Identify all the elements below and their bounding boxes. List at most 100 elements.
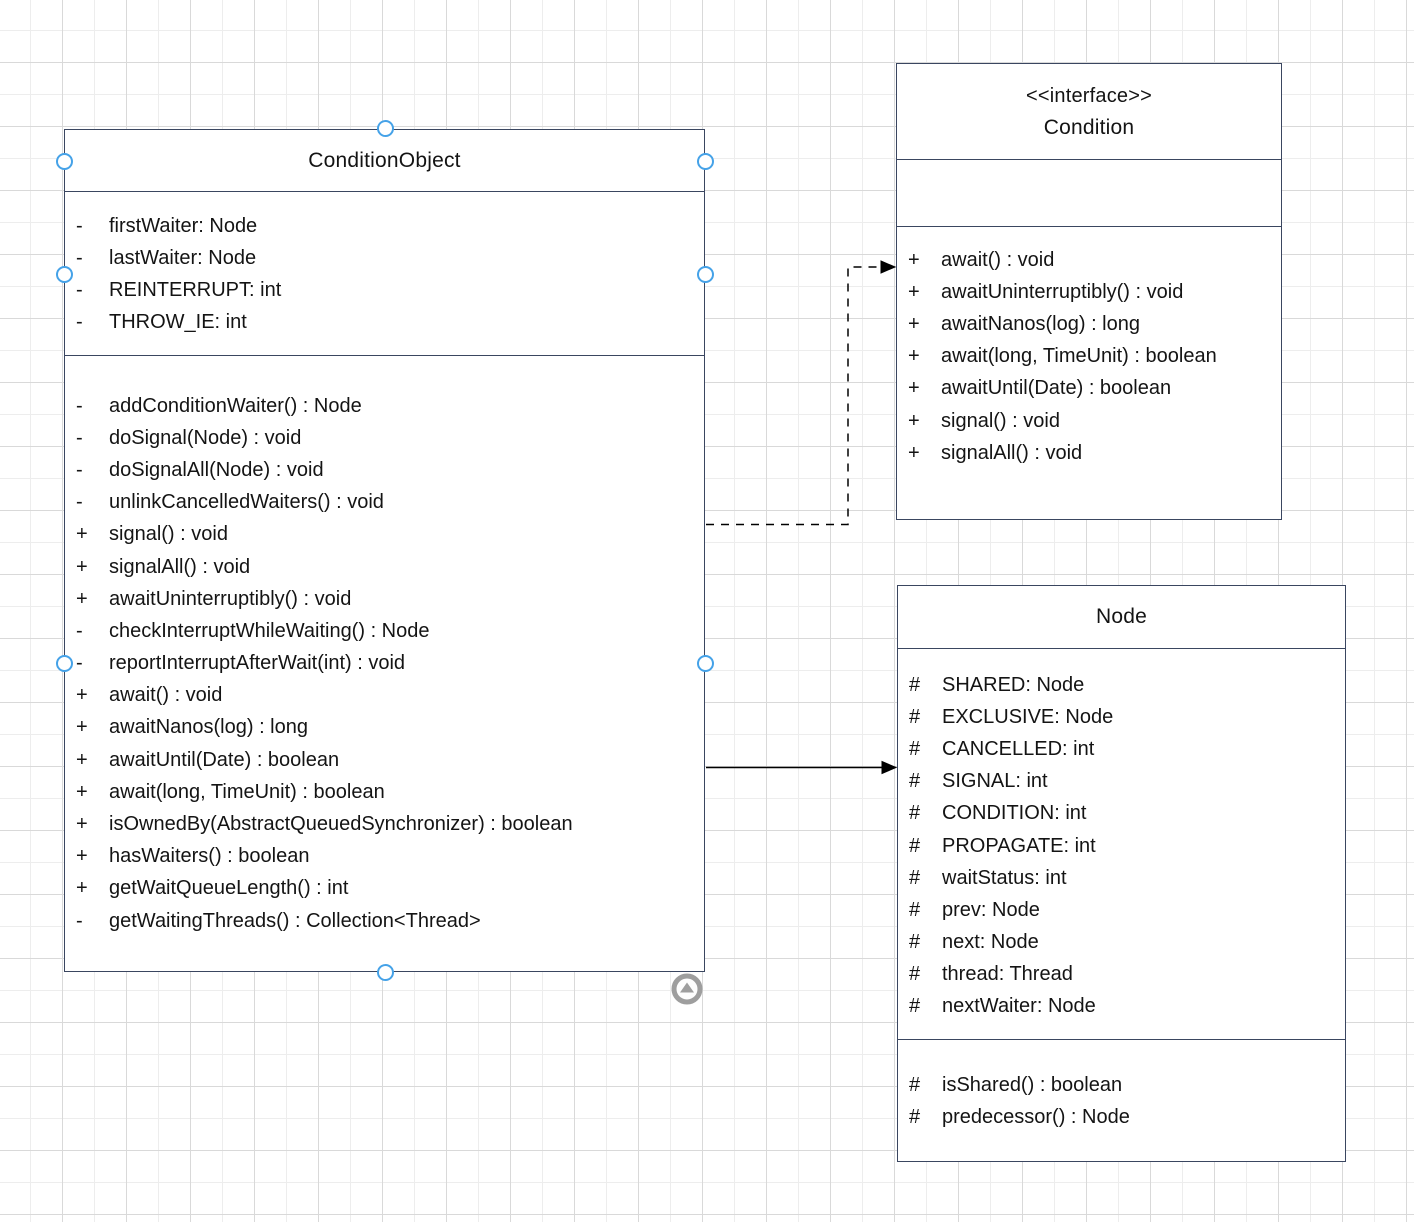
member-row: + awaitUninterruptibly() : void xyxy=(65,583,704,615)
connection-handle-bottom[interactable] xyxy=(376,963,394,981)
member-row: -addConditionWaiter() : Node xyxy=(65,390,704,422)
connection-handle-left-attributes[interactable] xyxy=(55,265,73,283)
member-row: -checkInterruptWhileWaiting() : Node xyxy=(65,615,704,647)
visibility-symbol: # xyxy=(909,705,921,728)
member-row: +await(long, TimeUnit) : boolean xyxy=(65,776,704,808)
association-connector-conditionobject-to-node[interactable] xyxy=(706,760,898,775)
visibility-symbol: + xyxy=(908,441,920,464)
member-text: awaitUninterruptibly() : void xyxy=(109,587,352,610)
member-text: await(long, TimeUnit) : boolean xyxy=(941,345,1217,368)
attributes-section xyxy=(897,159,1281,226)
dependency-connector-conditionobject-to-condition[interactable] xyxy=(706,260,897,526)
class-title-section: ConditionObject xyxy=(65,130,704,191)
class-title-section: Node xyxy=(898,586,1345,648)
member-text: awaitUntil(Date) : boolean xyxy=(109,748,340,771)
member-text: EXCLUSIVE: Node xyxy=(942,705,1114,728)
visibility-symbol: # xyxy=(909,802,921,825)
member-row: + awaitUninterruptibly() : void xyxy=(897,276,1281,308)
member-text: SHARED: Node xyxy=(942,673,1085,696)
member-row: +signalAll() : void xyxy=(65,551,704,583)
visibility-symbol: # xyxy=(909,1105,921,1128)
member-row: #prev: Node xyxy=(898,894,1345,926)
member-text: awaitUninterruptibly() : void xyxy=(941,280,1184,303)
arrowhead xyxy=(881,760,898,775)
visibility-symbol: # xyxy=(909,995,921,1018)
collapse-expand-button[interactable] xyxy=(670,972,704,1006)
member-row: -THROW_IE: int xyxy=(65,307,704,339)
connection-handle-top[interactable] xyxy=(376,119,394,137)
visibility-symbol: # xyxy=(909,931,921,954)
member-text: PROPAGATE: int xyxy=(942,834,1096,857)
member-row: - lastWaiter: Node xyxy=(65,242,704,274)
member-text: getWaitQueueLength() : int xyxy=(109,877,349,900)
member-text: next: Node xyxy=(942,931,1039,954)
class-box-condition[interactable]: <<interface>> Condition +await() : void+… xyxy=(896,63,1282,520)
visibility-symbol: # xyxy=(909,834,921,857)
member-row: + hasWaiters() : boolean xyxy=(65,841,704,873)
member-text: signalAll() : void xyxy=(109,555,251,578)
member-row: +await(long, TimeUnit) : boolean xyxy=(897,341,1281,373)
member-row: + await() : void xyxy=(897,244,1281,276)
visibility-symbol: # xyxy=(909,737,921,760)
visibility-symbol: - xyxy=(76,214,83,237)
visibility-symbol: - xyxy=(76,394,83,417)
class-name: Condition xyxy=(1043,115,1135,139)
visibility-symbol: + xyxy=(76,845,88,868)
arrow-up-icon xyxy=(680,982,694,993)
visibility-symbol: + xyxy=(76,587,88,610)
member-row: #thread: Thread xyxy=(898,959,1345,991)
member-text: await() : void xyxy=(941,248,1055,271)
visibility-symbol: + xyxy=(76,813,88,836)
member-row: -unlinkCancelledWaiters() : void xyxy=(65,487,704,519)
member-text: hasWaiters() : boolean xyxy=(109,845,310,868)
member-text: CONDITION: int xyxy=(942,802,1087,825)
visibility-symbol: # xyxy=(909,866,921,889)
member-text: reportInterruptAfterWait(int) : void xyxy=(109,652,406,675)
member-text: doSignalAll(Node) : void xyxy=(109,458,324,481)
member-text: lastWaiter: Node xyxy=(109,246,257,269)
member-row: # isShared() : boolean xyxy=(898,1069,1345,1101)
member-text: prev: Node xyxy=(942,898,1040,921)
member-text: awaitUntil(Date) : boolean xyxy=(941,377,1172,400)
member-text: waitStatus: int xyxy=(942,866,1067,889)
connection-handle-left-methods[interactable] xyxy=(55,654,73,672)
visibility-symbol: + xyxy=(908,248,920,271)
member-row: -REINTERRUPT: int xyxy=(65,274,704,306)
class-box-node[interactable]: Node #SHARED: Node#EXCLUSIVE: Node#CANCE… xyxy=(897,585,1346,1162)
class-box-conditionobject[interactable]: ConditionObject -firstWaiter: Node-lastW… xyxy=(64,129,705,972)
connection-handle-right-methods[interactable] xyxy=(696,654,714,672)
visibility-symbol: - xyxy=(76,909,83,932)
member-row: -doSignal(Node) : void xyxy=(65,422,704,454)
member-row: #SHARED: Node xyxy=(898,669,1345,701)
member-row: + signal() : void xyxy=(897,405,1281,437)
member-text: checkInterruptWhileWaiting() : Node xyxy=(109,619,430,642)
methods-section: # isShared() : boolean #predecessor() : No… xyxy=(898,1039,1345,1161)
visibility-symbol: - xyxy=(76,311,83,334)
member-row: #predecessor() : Node xyxy=(898,1101,1345,1133)
attributes-section: -firstWaiter: Node-lastWaiter: Node-REIN… xyxy=(65,191,704,355)
member-text: signalAll() : void xyxy=(941,441,1083,464)
member-row: +awaitNanos(log) : long xyxy=(897,308,1281,340)
connection-handle-left-title[interactable] xyxy=(55,152,73,170)
member-text: signal() : void xyxy=(109,523,228,546)
member-text: nextWaiter: Node xyxy=(942,995,1096,1018)
visibility-symbol: # xyxy=(909,1073,921,1096)
visibility-symbol: - xyxy=(76,246,83,269)
member-text: doSignal(Node) : void xyxy=(109,426,302,449)
arrowhead xyxy=(880,260,897,274)
visibility-symbol: + xyxy=(908,409,920,432)
member-text: awaitNanos(log) : long xyxy=(941,312,1140,335)
class-name: ConditionObject xyxy=(308,148,461,172)
member-row: # nextWaiter: Node xyxy=(898,991,1345,1023)
stereotype-label: <<interface>> xyxy=(1025,84,1153,107)
methods-section: -addConditionWaiter() : Node-doSignal(No… xyxy=(65,355,704,971)
member-row: +awaitUntil(Date) : boolean xyxy=(65,744,704,776)
visibility-symbol: + xyxy=(908,280,920,303)
visibility-symbol: + xyxy=(76,780,88,803)
connection-handle-right-title[interactable] xyxy=(696,152,714,170)
member-text: signal() : void xyxy=(941,409,1060,432)
visibility-symbol: - xyxy=(76,652,83,675)
member-text: isShared() : boolean xyxy=(942,1073,1123,1096)
connection-handle-right-attributes[interactable] xyxy=(696,265,714,283)
